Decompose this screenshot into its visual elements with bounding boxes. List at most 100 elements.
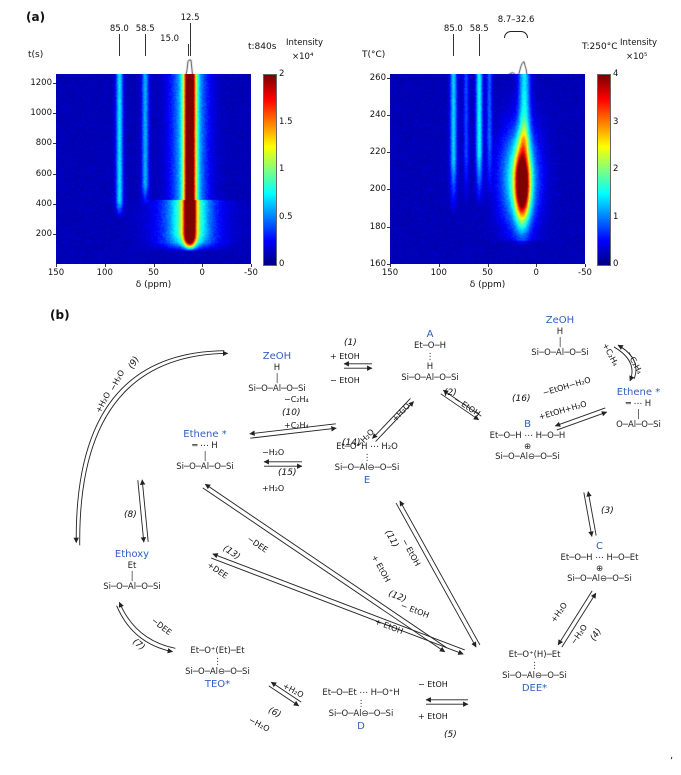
species-e-label: E	[363, 475, 371, 487]
x-tick-mark	[202, 264, 204, 267]
y-tick-mark	[387, 152, 390, 154]
species-ethoxy-label: Ethoxy	[114, 549, 150, 560]
intensity-scale-label: ×10⁵	[626, 52, 648, 62]
step-5-reagent-label: + EtOH	[418, 712, 448, 721]
reaction-arrow	[561, 592, 597, 648]
step-1-number: (1)	[344, 338, 357, 348]
peak-annotation: 12.5	[180, 13, 200, 23]
peak-annotation: 58.5	[469, 24, 489, 34]
reaction-arrow	[268, 685, 300, 707]
x-tick-mark	[56, 264, 57, 267]
step-1-reagent-label: − EtOH	[330, 376, 360, 385]
step-5-number: (5)	[444, 730, 457, 740]
peak-pointer-line	[187, 44, 189, 56]
species-teo-structure: Et─O⁺(Et)─Et ⋮ Si─O─Al⊖─O─Si	[185, 646, 250, 678]
reaction-arrow	[442, 389, 482, 417]
species-dee-structure: Et─O⁺(H)─Et ⋮ Si─O─Al⊖─O─Si	[502, 650, 567, 682]
x-tick-label: 150	[47, 268, 65, 278]
species-c-structure: Et─O─H ⋯ H─O─Et ⊕ Si─O─Al⊖─O─Si	[560, 553, 639, 585]
reaction-arrow	[73, 350, 225, 544]
peak-annotation: 85.0	[443, 24, 463, 34]
species-zeoh-top-label: ZeOH	[262, 351, 292, 362]
y-tick-mark	[53, 233, 56, 235]
colorbar-canvas	[263, 74, 277, 266]
peak-annotation: 15.0	[160, 34, 180, 44]
x-tick-mark	[487, 264, 489, 267]
x-tick-mark	[251, 264, 252, 267]
species-zeoh-top-structure: H │ Si─O─Al─O─Si	[248, 363, 306, 395]
step-10-number: (10)	[282, 408, 301, 418]
panel-a-label: (a)	[26, 10, 46, 24]
y-tick-mark	[53, 113, 56, 115]
x-tick-label: 150	[381, 268, 399, 278]
trace-condition-label: t:840s	[248, 42, 277, 52]
y-tick-label: 180	[369, 221, 386, 232]
y-tick-label: 1200	[30, 78, 52, 89]
y-tick-label: 200	[369, 184, 386, 195]
step-2-number: (2)	[444, 388, 457, 398]
reaction-arrow	[139, 479, 149, 542]
reaction-arrow	[116, 605, 174, 654]
panel-b-label: (b)	[50, 308, 70, 322]
reaction-arrow	[557, 590, 593, 646]
x-tick-mark	[104, 264, 106, 267]
species-d-label: D	[357, 721, 365, 733]
x-tick-label: 100	[430, 268, 447, 278]
peak-pointer-line	[190, 23, 192, 56]
species-a-label: A	[426, 329, 434, 340]
y-tick-mark	[387, 189, 390, 191]
colorbar-tick-label: 1	[613, 211, 619, 222]
species-d-structure: Et─O─Et ⋯ H─O⁺H ⋮ Si─O─Al⊖─O─Si	[322, 688, 400, 720]
species-ethene-left-structure: ═ ⋯ H │ Si─O─Al─O─Si	[176, 441, 234, 473]
step-16-number: (16)	[512, 394, 531, 404]
y-tick-mark	[387, 114, 390, 116]
x-tick-mark	[585, 264, 586, 267]
reaction-arrow	[583, 492, 594, 537]
colorbar-tick-label: 4	[613, 69, 619, 79]
peak-pointer-line	[479, 34, 481, 56]
species-ethene-left: Ethene *═ ⋯ H │ Si─O─Al─O─Si	[150, 428, 260, 473]
trace-condition-label: T:250°C	[582, 42, 618, 52]
x-tick-mark	[536, 264, 538, 267]
x-tick-label: 50	[148, 268, 159, 278]
reaction-arrow	[372, 398, 411, 439]
mechanism-arrows	[73, 344, 637, 707]
y-tick-mark	[53, 83, 56, 85]
reaction-arrow	[617, 344, 637, 380]
y-tick-label: 1000	[30, 108, 52, 119]
step-14-number: (14)	[342, 438, 361, 448]
x-axis-label: δ (ppm)	[469, 280, 506, 290]
reaction-arrow	[554, 407, 606, 427]
step-15-reagent-label: −H₂O	[262, 448, 285, 457]
colorbar-tick-label: 2	[279, 69, 285, 79]
peak-annotation: 58.5	[135, 24, 155, 34]
y-axis-label: T(°C)	[362, 50, 386, 60]
step-1-reagent-label: + EtOH	[330, 352, 360, 361]
species-dee-label: DEE*	[521, 683, 548, 695]
reaction-arrow	[440, 393, 480, 421]
reaction-arrow	[395, 502, 477, 648]
intensity-label: Intensity	[286, 38, 323, 48]
reaction-arrow	[249, 423, 336, 436]
y-tick-mark	[53, 173, 56, 175]
species-a-structure: Et─O─H ⋮ H Si─O─Al─O─Si	[401, 341, 459, 384]
peak-brace	[504, 31, 528, 38]
colorbar-tick-label: 1	[279, 164, 285, 174]
step-8-number: (8)	[124, 510, 137, 520]
corner-mark: ’	[669, 756, 673, 767]
colorbar-tick-label: 0.5	[279, 211, 293, 222]
colorbar-tick-label: 3	[613, 116, 619, 127]
x-tick-mark	[153, 264, 155, 267]
reaction-arrow	[137, 480, 147, 543]
species-ethoxy-structure: Et │ Si─O─Al─O─Si	[103, 561, 161, 593]
peak-pointer-line	[145, 34, 147, 56]
